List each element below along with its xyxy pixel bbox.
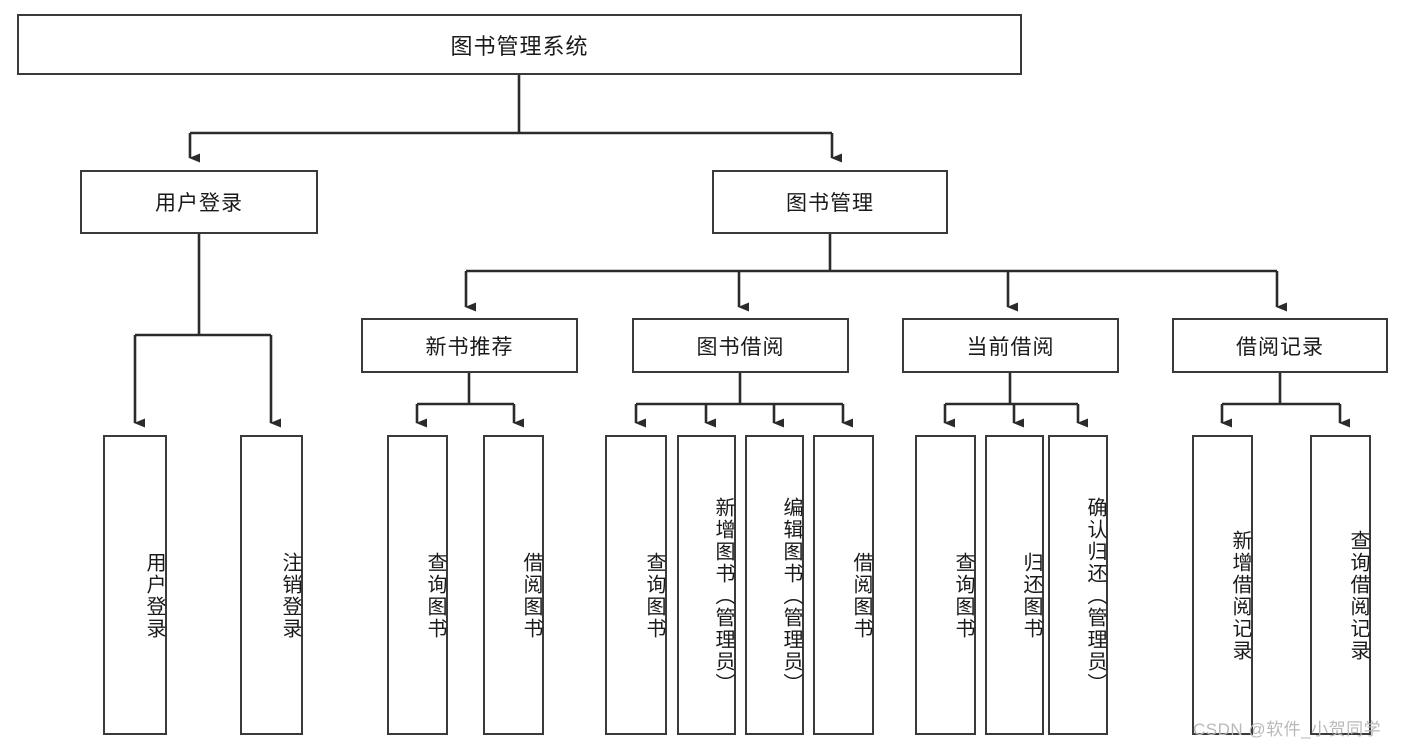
leaf-edit-book[interactable]: 编辑图书（管理员） [745, 435, 804, 735]
leaf-query-book-2[interactable]: 查询图书 [605, 435, 667, 735]
node-borrow-record[interactable]: 借阅记录 [1172, 318, 1388, 373]
leaf-return-book-label: 归还图书 [1020, 552, 1042, 640]
leaf-borrow-book-2[interactable]: 借阅图书 [813, 435, 874, 735]
node-root[interactable]: 图书管理系统 [17, 14, 1022, 75]
leaf-add-book-label: 新增图书（管理员） [712, 497, 734, 695]
leaf-borrow-book-1-label: 借阅图书 [520, 552, 542, 640]
leaf-query-record[interactable]: 查询借阅记录 [1310, 435, 1371, 735]
leaf-query-record-label: 查询借阅记录 [1347, 530, 1369, 662]
node-current-borrow-label: 当前借阅 [966, 335, 1055, 359]
node-book-borrow-label: 图书借阅 [696, 335, 785, 359]
leaf-query-book-3[interactable]: 查询图书 [915, 435, 976, 735]
node-new-book-recommend[interactable]: 新书推荐 [361, 318, 578, 373]
node-book-borrow[interactable]: 图书借阅 [632, 318, 849, 373]
leaf-add-record[interactable]: 新增借阅记录 [1192, 435, 1253, 735]
leaf-query-book-2-label: 查询图书 [643, 552, 665, 640]
leaf-borrow-book-1[interactable]: 借阅图书 [483, 435, 544, 735]
leaf-query-book-1[interactable]: 查询图书 [387, 435, 448, 735]
node-user-login-label: 用户登录 [155, 192, 243, 215]
leaf-add-book[interactable]: 新增图书（管理员） [677, 435, 736, 735]
node-book-manage-label: 图书管理 [786, 192, 874, 215]
node-current-borrow[interactable]: 当前借阅 [902, 318, 1119, 373]
leaf-borrow-book-2-label: 借阅图书 [850, 552, 872, 640]
leaf-add-record-label: 新增借阅记录 [1229, 530, 1251, 662]
leaf-confirm-return[interactable]: 确认归还（管理员） [1048, 435, 1108, 735]
watermark: CSDN @软件_小贺同学 [1193, 720, 1382, 739]
node-user-login[interactable]: 用户登录 [80, 170, 318, 234]
leaf-query-book-1-label: 查询图书 [424, 552, 446, 640]
node-root-label: 图书管理系统 [450, 33, 589, 59]
node-borrow-record-label: 借阅记录 [1236, 335, 1324, 359]
node-book-manage[interactable]: 图书管理 [712, 170, 948, 234]
node-new-book-recommend-label: 新书推荐 [425, 335, 514, 359]
leaf-return-book[interactable]: 归还图书 [985, 435, 1044, 735]
leaf-user-login-label: 用户登录 [143, 552, 165, 640]
leaf-logout-label: 注销登录 [279, 552, 301, 640]
leaf-query-book-3-label: 查询图书 [952, 552, 974, 640]
leaf-user-login[interactable]: 用户登录 [103, 435, 167, 735]
leaf-logout[interactable]: 注销登录 [240, 435, 303, 735]
leaf-confirm-return-label: 确认归还（管理员） [1084, 497, 1106, 695]
leaf-edit-book-label: 编辑图书（管理员） [780, 497, 802, 695]
